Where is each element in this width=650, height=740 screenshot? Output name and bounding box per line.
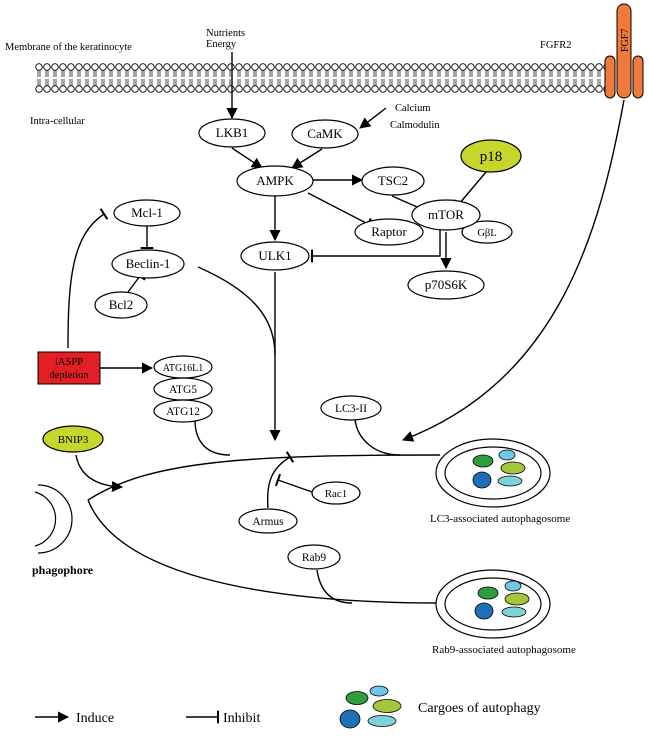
node-ulk1: ULK1 xyxy=(240,241,310,271)
node-tsc2: TSC2 xyxy=(361,166,425,196)
node-beclin1-label: Beclin-1 xyxy=(126,256,171,271)
node-raptor: Raptor xyxy=(354,218,424,246)
calcium-label: Calcium xyxy=(395,103,431,114)
node-gbl-label: GβL xyxy=(477,228,496,239)
node-iaspp-line1: iASPP xyxy=(55,357,83,368)
node-iaspp-depletion: iASPP depletion xyxy=(37,351,101,385)
intracellular-label: Intra-cellular xyxy=(30,116,85,127)
node-armus: Armus xyxy=(238,508,298,534)
node-p18-label: p18 xyxy=(480,149,503,165)
node-atg16l1-label: ATG16L1 xyxy=(163,363,204,374)
node-mcl1-label: Mcl-1 xyxy=(131,205,163,220)
node-rac1: Rac1 xyxy=(311,481,361,505)
legend: Induce Inhibit Cargoes of autophagy xyxy=(35,685,541,729)
cell-membrane xyxy=(35,63,605,93)
node-mtor: mTOR xyxy=(411,199,481,231)
node-armus-label: Armus xyxy=(252,516,284,528)
fgfr2-receptor xyxy=(604,3,644,99)
node-rac1-label: Rac1 xyxy=(325,488,348,500)
node-bnip3: BNIP3 xyxy=(42,425,104,453)
rab9-autophagosome-label: Rab9-associated autophagosome xyxy=(432,644,576,656)
node-raptor-label: Raptor xyxy=(371,224,407,239)
node-atg5: ATG5 xyxy=(153,377,213,401)
calmodulin-label: Calmodulin xyxy=(390,120,440,131)
node-atg5-label: ATG5 xyxy=(169,384,197,396)
cargo-legend-icon xyxy=(339,685,402,729)
legend-cargoes-label: Cargoes of autophagy xyxy=(418,701,541,716)
node-gbl: GβL xyxy=(461,220,513,244)
phagophore-label: phagophore xyxy=(32,563,94,577)
node-bcl2-label: Bcl2 xyxy=(109,297,134,312)
node-lkb1: LKB1 xyxy=(198,118,266,148)
node-ampk-label: AMPK xyxy=(256,173,294,188)
node-rab9: Rab9 xyxy=(287,544,341,570)
node-mcl1: Mcl-1 xyxy=(113,199,181,227)
node-tsc2-label: TSC2 xyxy=(378,173,408,188)
node-p70s6k-label: p70S6K xyxy=(425,277,468,292)
legend-inhibit-label: Inhibit xyxy=(223,711,260,726)
node-rab9-label: Rab9 xyxy=(302,552,327,564)
node-beclin1: Beclin-1 xyxy=(111,249,185,279)
node-p18: p18 xyxy=(460,139,522,173)
node-atg16l1: ATG16L1 xyxy=(153,355,213,379)
legend-induce-label: Induce xyxy=(76,711,114,726)
node-lc3ii-label: LC3-II xyxy=(335,403,367,415)
node-mtor-label: mTOR xyxy=(428,207,464,222)
phagophore-icon xyxy=(34,484,73,554)
lc3-autophagosome-label: LC3-associated autophagosome xyxy=(430,513,570,525)
fgf7-label: FGF7 xyxy=(620,29,631,52)
rab9-autophagosome-icon xyxy=(435,569,551,639)
node-lkb1-label: LKB1 xyxy=(216,125,249,140)
lc3-autophagosome-icon xyxy=(435,438,551,508)
node-iaspp-line2: depletion xyxy=(49,370,89,381)
node-p70s6k: p70S6K xyxy=(407,270,485,300)
node-ampk: AMPK xyxy=(236,165,314,197)
energy-label: Energy xyxy=(206,39,237,50)
node-bcl2: Bcl2 xyxy=(94,291,148,319)
node-camk-label: CaMK xyxy=(307,126,343,141)
fgfr2-label: FGFR2 xyxy=(540,40,572,51)
phagophore-branches xyxy=(87,419,441,604)
node-atg12: ATG12 xyxy=(153,399,213,423)
node-lc3ii: LC3-II xyxy=(320,395,382,421)
membrane-label: Membrane of the keratinocyte xyxy=(5,42,132,53)
node-bnip3-label: BNIP3 xyxy=(58,434,89,446)
nutrients-label: Nutrients xyxy=(206,28,245,39)
node-atg12-label: ATG12 xyxy=(166,406,200,418)
node-ulk1-label: ULK1 xyxy=(258,248,291,263)
node-camk: CaMK xyxy=(291,119,359,149)
pathway-edges xyxy=(67,52,625,509)
